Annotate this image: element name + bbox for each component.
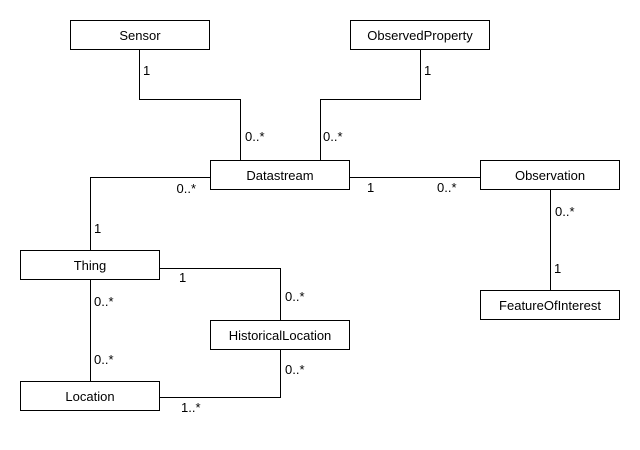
- multiplicity-histloc-location-side: 0..*: [285, 362, 305, 377]
- multiplicity-foi-observation-side: 1: [554, 261, 562, 276]
- connector-segment: [160, 397, 280, 398]
- connector-segment: [139, 49, 140, 100]
- connector-segment: [280, 268, 281, 320]
- multiplicity-observation-foi-side: 0..*: [555, 204, 575, 219]
- entity-box-historicallocation: HistoricalLocation: [210, 320, 350, 350]
- connector-segment: [280, 350, 281, 398]
- connector-segment: [350, 177, 480, 178]
- entity-box-location: Location: [20, 381, 160, 411]
- multiplicity-location-histloc-side: 1..*: [181, 400, 201, 415]
- multiplicity-location-thing-side: 0..*: [94, 352, 114, 367]
- connector-segment: [90, 177, 91, 250]
- connector-segment: [160, 268, 280, 269]
- connector-segment: [550, 190, 551, 290]
- multiplicity-thing-datastream-side: 1: [94, 221, 102, 236]
- multiplicity-thing-location-side: 0..*: [94, 294, 114, 309]
- multiplicity-datastream-sensor-side: 0..*: [245, 129, 265, 144]
- connector-segment: [90, 177, 210, 178]
- multiplicity-thing-histloc-side: 1: [179, 270, 187, 285]
- multiplicity-datastream-observation-side: 1: [367, 180, 375, 195]
- connector-segment: [90, 280, 91, 381]
- multiplicity-sensor-side: 1: [143, 63, 151, 78]
- entity-box-sensor: Sensor: [70, 20, 210, 50]
- entity-box-datastream: Datastream: [210, 160, 350, 190]
- multiplicity-observedproperty-side: 1: [424, 63, 432, 78]
- entity-box-observation: Observation: [480, 160, 620, 190]
- entity-box-featureofinterest: FeatureOfInterest: [480, 290, 620, 320]
- connector-segment: [420, 49, 421, 100]
- connector-segment: [320, 99, 421, 100]
- multiplicity-histloc-thing-side: 0..*: [285, 289, 305, 304]
- connector-segment: [320, 99, 321, 160]
- connector-segment: [240, 99, 241, 160]
- connector-segment: [139, 99, 241, 100]
- entity-box-observedproperty: ObservedProperty: [350, 20, 490, 50]
- multiplicity-datastream-obsprop-side: 0..*: [323, 129, 343, 144]
- multiplicity-datastream-thing-side: 0..*: [176, 181, 196, 196]
- entity-box-thing: Thing: [20, 250, 160, 280]
- multiplicity-observation-datastream-side: 0..*: [437, 180, 457, 195]
